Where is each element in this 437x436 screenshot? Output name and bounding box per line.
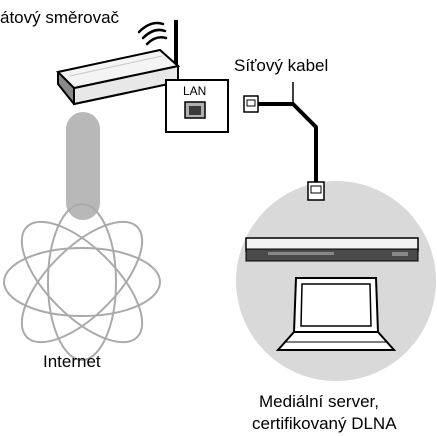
internet-globe-icon — [3, 203, 161, 361]
network-plug-icon — [307, 181, 325, 201]
network-cable — [256, 102, 318, 182]
wifi-waves-icon — [137, 21, 168, 46]
internet-label: Internet — [43, 352, 101, 371]
wifi-router-icon — [55, 20, 181, 106]
server-label-line1: Mediální server, — [259, 392, 379, 411]
network-plug-icon — [243, 95, 259, 113]
cable-label: Síťový kabel — [234, 56, 329, 75]
blu-ray-player-icon — [245, 237, 419, 262]
lan-port-label: LAN — [183, 84, 207, 98]
router-label: átový směrovač — [0, 8, 120, 27]
lan-port-icon — [184, 101, 206, 119]
laptop-icon — [275, 277, 397, 351]
router-internet-link — [66, 112, 100, 220]
server-label-line2: certifikovaný DLNA — [252, 414, 397, 433]
